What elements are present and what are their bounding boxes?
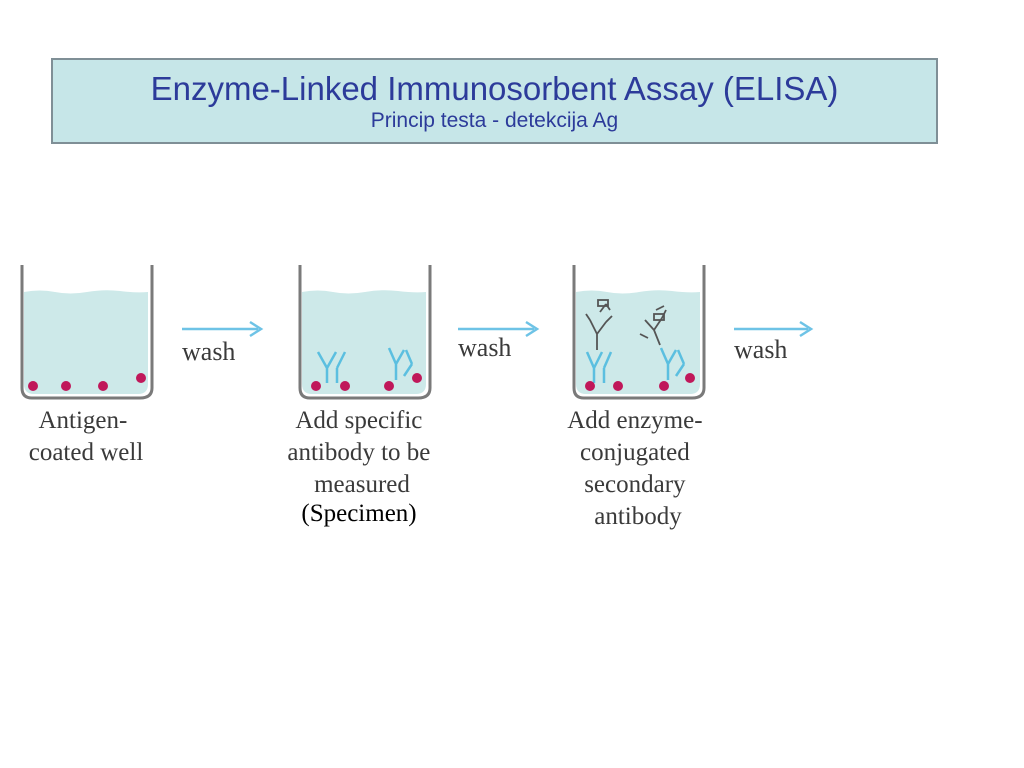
step-3-caption: Add enzyme- conjugated secondary antibod… <box>567 407 709 530</box>
wash-label: wash <box>734 335 787 364</box>
caption-line: Add enzyme- <box>567 407 702 434</box>
secondary-antibody-shape <box>585 303 613 350</box>
well-1-wall <box>20 265 154 400</box>
well-2-antibodies <box>316 347 414 383</box>
antibody-shape <box>659 347 686 380</box>
antigen-dot <box>340 381 350 391</box>
specimen-note: (Specimen) <box>301 500 416 527</box>
wash-label: wash <box>458 333 511 362</box>
caption-line: Add specific <box>295 407 422 434</box>
well-3-secondary-antibodies <box>585 299 667 350</box>
arrow-head-icon <box>799 320 814 338</box>
caption-line: conjugated <box>580 439 690 466</box>
antigen-dot <box>311 381 321 391</box>
antigen-dot <box>28 381 38 391</box>
antigen-dot <box>659 381 669 391</box>
antigen-dot <box>685 373 695 383</box>
wash-label: wash <box>182 337 235 366</box>
well-3 <box>572 265 706 400</box>
well-2-antigens <box>311 373 422 391</box>
caption-line: Antigen- <box>38 407 127 434</box>
arrow-head-icon <box>525 320 540 338</box>
antigen-dot <box>384 381 394 391</box>
well-3-antigens <box>585 373 695 391</box>
antibody-shape <box>316 351 347 383</box>
caption-line: coated well <box>29 439 144 466</box>
step-2-caption: Add specific antibody to be measured <box>287 407 436 498</box>
well-3-wall <box>572 265 706 400</box>
step-1-caption: Antigen- coated well <box>29 407 144 466</box>
caption-line: antibody to be <box>287 439 430 466</box>
well-2 <box>298 265 432 400</box>
secondary-antibody-shape <box>639 305 667 346</box>
enzyme-tag <box>653 313 665 321</box>
well-2-wall <box>298 265 432 400</box>
page-subtitle: Princip testa - detekcija Ag <box>370 109 619 132</box>
well-3-antibodies <box>585 347 686 383</box>
wash-arrow-2: wash <box>458 320 540 362</box>
title-box: Enzyme-Linked Immunosorbent Assay (ELISA… <box>51 58 938 144</box>
antigen-dot <box>98 381 108 391</box>
antibody-shape <box>585 351 613 383</box>
wash-arrow-1: wash <box>182 320 264 366</box>
arrow-head-icon <box>249 320 264 338</box>
caption-line: secondary <box>584 471 686 498</box>
antigen-dot <box>136 373 146 383</box>
page-title: Enzyme-Linked Immunosorbent Assay (ELISA… <box>150 70 839 107</box>
antigen-dot <box>585 381 595 391</box>
wash-arrow-3: wash <box>734 320 814 364</box>
well-2-liquid <box>302 290 426 394</box>
antigen-dot <box>61 381 71 391</box>
caption-line: measured <box>314 471 410 498</box>
well-1-antigens <box>28 373 146 391</box>
caption-line: antibody <box>594 503 682 530</box>
well-1-liquid <box>24 290 148 394</box>
antigen-dot <box>613 381 623 391</box>
antibody-shape <box>387 347 414 380</box>
well-1 <box>20 265 154 400</box>
enzyme-tag <box>597 299 609 307</box>
antigen-dot <box>412 373 422 383</box>
